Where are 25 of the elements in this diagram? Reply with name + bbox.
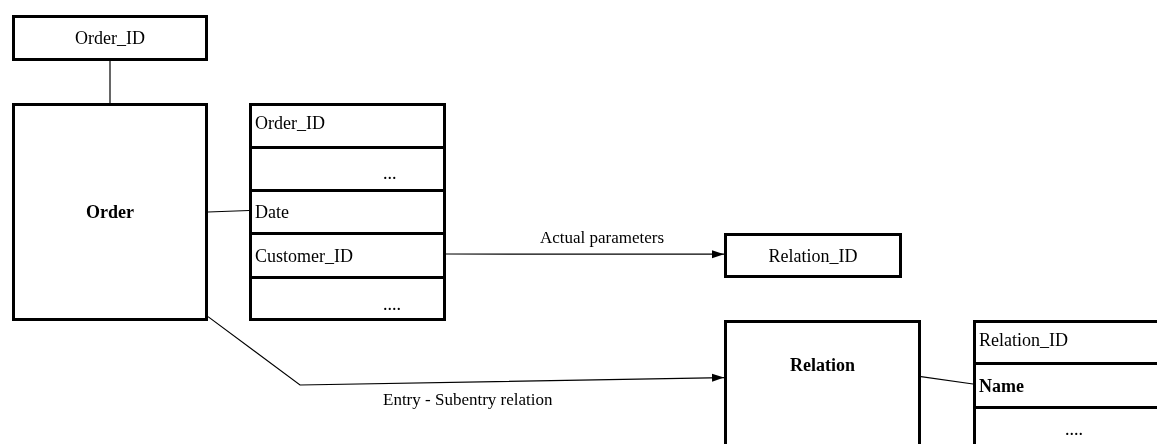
entity-name: Order xyxy=(86,202,134,222)
field-name: Order_ID xyxy=(255,113,325,133)
field-name: Customer_ID xyxy=(255,245,353,266)
field-name: Name xyxy=(979,375,1024,396)
connector-line xyxy=(207,209,250,213)
entity-name: Relation xyxy=(790,355,855,375)
field-name: Relation_ID xyxy=(979,329,1068,350)
arrow xyxy=(207,316,725,386)
edge-label: Actual parameters xyxy=(540,229,665,247)
connector-line xyxy=(920,376,974,385)
table-box xyxy=(249,103,446,321)
field-name: .... xyxy=(383,294,401,314)
field-name: .... xyxy=(1065,419,1083,439)
connector-line xyxy=(109,60,111,104)
entity-box xyxy=(724,233,902,278)
edge-label: Entry - Subentry relation xyxy=(383,391,553,409)
attribute-name: Relation_ID xyxy=(768,245,858,266)
entity-box xyxy=(12,15,208,61)
table-box xyxy=(973,320,1157,444)
field-name: Date xyxy=(255,202,289,222)
arrow xyxy=(445,250,725,259)
entity-box xyxy=(724,320,921,444)
entity-box xyxy=(12,103,208,321)
field-name: ... xyxy=(383,163,397,183)
attribute-name: Order_ID xyxy=(75,28,145,48)
